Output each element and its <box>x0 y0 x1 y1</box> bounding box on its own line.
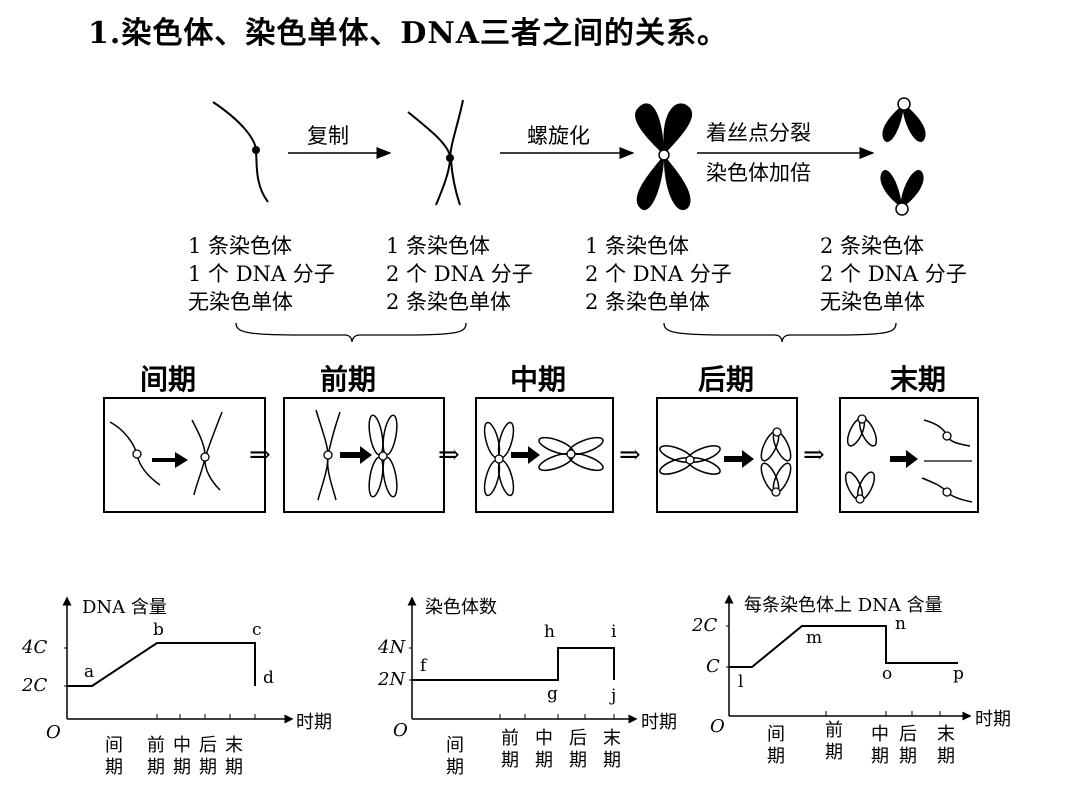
phase-label-interphase: 间期 <box>140 363 197 396</box>
chart1-xtick: 后期 <box>199 735 217 778</box>
condense-label: 螺旋化 <box>527 124 590 148</box>
page-title: 1.染色体、染色单体、DNA三者之间的关系。 <box>88 16 729 51</box>
chromosome-double-label: 染色体加倍 <box>706 161 811 185</box>
metaphase-drawing <box>483 421 604 497</box>
chart-dna-content <box>62 596 294 724</box>
next-arrow-icon: ⇒ <box>803 440 825 470</box>
replicated-chromosome <box>407 99 464 206</box>
next-arrow-icon: ⇒ <box>619 440 641 470</box>
chart2-point-j: j <box>611 686 617 706</box>
single-chromosome <box>212 101 269 203</box>
chart3-line <box>729 625 958 668</box>
chart1-point-b: b <box>153 620 164 640</box>
anaphase-drawing <box>659 427 792 497</box>
chart3-ylabel: 每条染色体上 DNA 含量 <box>744 595 943 616</box>
chart1-xtick: 末期 <box>225 735 243 778</box>
chart-dna-per-chromosome <box>724 594 972 721</box>
prophase-drawing <box>315 409 398 501</box>
box-telophase <box>839 397 979 513</box>
chart3-point-p: p <box>953 664 964 684</box>
chart1-xtick: 间期 <box>105 735 123 778</box>
brace-anaphase <box>663 322 897 343</box>
chart1-ytick-4c: 4C <box>22 637 48 658</box>
chart3-point-l: l <box>738 672 744 692</box>
telophase-drawing <box>844 414 973 504</box>
phase-label-prophase: 前期 <box>320 363 377 396</box>
chart2-point-f: f <box>420 656 427 676</box>
chart1-point-c: c <box>252 620 262 640</box>
centromere-split-label: 着丝点分裂 <box>706 121 811 145</box>
chart1-ytick-2c: 2C <box>22 675 48 696</box>
separated-chromosomes <box>880 97 926 216</box>
chart1-origin: O <box>46 722 61 743</box>
chart2-origin: O <box>393 720 408 741</box>
box-prophase <box>283 397 445 513</box>
chart2-point-g: g <box>547 684 558 704</box>
next-arrow-icon: ⇒ <box>438 440 460 470</box>
chart3-point-o: o <box>882 664 893 684</box>
chart2-line <box>412 647 615 681</box>
chart2-xtick: 前期 <box>501 728 519 771</box>
chart1-xlabel: 时期 <box>296 712 332 733</box>
brace-interphase <box>235 322 467 343</box>
chart2-point-h: h <box>544 622 555 642</box>
phase-label-telophase: 末期 <box>890 363 947 396</box>
chart3-origin: O <box>710 716 725 737</box>
chart1-point-a: a <box>84 662 95 682</box>
chart2-xlabel: 时期 <box>641 712 677 733</box>
chart3-xlabel: 时期 <box>975 709 1011 730</box>
chart3-xtick: 末期 <box>937 724 955 767</box>
chart2-point-i: i <box>611 622 617 642</box>
chart1-line <box>67 642 256 687</box>
box-anaphase <box>656 397 798 513</box>
chart2-xtick: 中期 <box>535 728 553 771</box>
chart2-xtick: 后期 <box>569 728 587 771</box>
chart3-xtick: 中期 <box>871 724 889 767</box>
chart3-point-n: n <box>895 614 906 634</box>
chart3-ytick-c: C <box>706 656 720 677</box>
replicate-label: 复制 <box>307 124 349 148</box>
chart3-point-m: m <box>806 628 823 648</box>
chart2-ylabel: 染色体数 <box>425 597 497 618</box>
chart1-xtick: 中期 <box>173 735 191 778</box>
box-metaphase <box>475 397 614 513</box>
chart2-xtick: 末期 <box>603 728 621 771</box>
chart2-xtick: 间期 <box>446 735 464 778</box>
chart1-point-d: d <box>263 668 274 688</box>
chart2-ytick-2n: 2N <box>378 669 406 690</box>
chart3-xtick: 前期 <box>825 720 843 763</box>
chart1-xtick: 前期 <box>147 735 165 778</box>
next-arrow-icon: ⇒ <box>249 440 271 470</box>
phase-label-metaphase: 中期 <box>510 363 567 396</box>
box-interphase <box>103 397 266 513</box>
chart3-xtick: 间期 <box>767 724 785 767</box>
chart-chromosome-number <box>407 596 638 724</box>
chart1-ylabel: DNA 含量 <box>82 597 167 618</box>
chart3-ytick-2c: 2C <box>692 615 718 636</box>
phase-label-anaphase: 后期 <box>698 363 755 396</box>
condensed-chromosome <box>635 103 693 211</box>
interphase-drawing <box>109 411 223 496</box>
chart2-ytick-4n: 4N <box>378 637 406 658</box>
chart3-xtick: 后期 <box>899 724 917 767</box>
